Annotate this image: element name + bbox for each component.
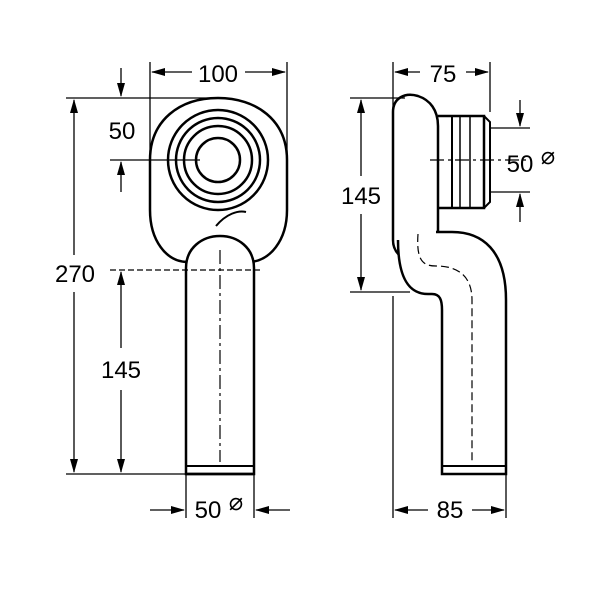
side-outlet-elbow xyxy=(396,230,508,476)
label-height-145-front: 145 xyxy=(101,357,141,384)
label-height-270: 270 xyxy=(55,261,95,288)
label-height-145-side: 145 xyxy=(341,183,381,210)
front-view xyxy=(148,96,289,476)
side-internal-path xyxy=(417,233,473,462)
front-inlet-bore xyxy=(194,136,242,184)
label-offset-50: 50 xyxy=(109,118,136,145)
side-dimensions xyxy=(350,62,530,518)
label-depth-75: 75 xyxy=(430,61,457,88)
front-dimensions xyxy=(66,62,290,518)
diameter-symbol-front: ⌀ xyxy=(229,489,243,516)
side-view xyxy=(391,93,528,476)
front-pipe-collar xyxy=(215,210,247,227)
side-inlet-spigot xyxy=(438,114,486,210)
label-width-100: 100 xyxy=(198,61,238,88)
label-outlet-depth-85: 85 xyxy=(437,497,464,524)
label-inlet-diameter: 50 xyxy=(507,151,534,178)
label-outlet-diameter: 50 xyxy=(195,497,222,524)
diameter-symbol-side: ⌀ xyxy=(541,143,555,170)
